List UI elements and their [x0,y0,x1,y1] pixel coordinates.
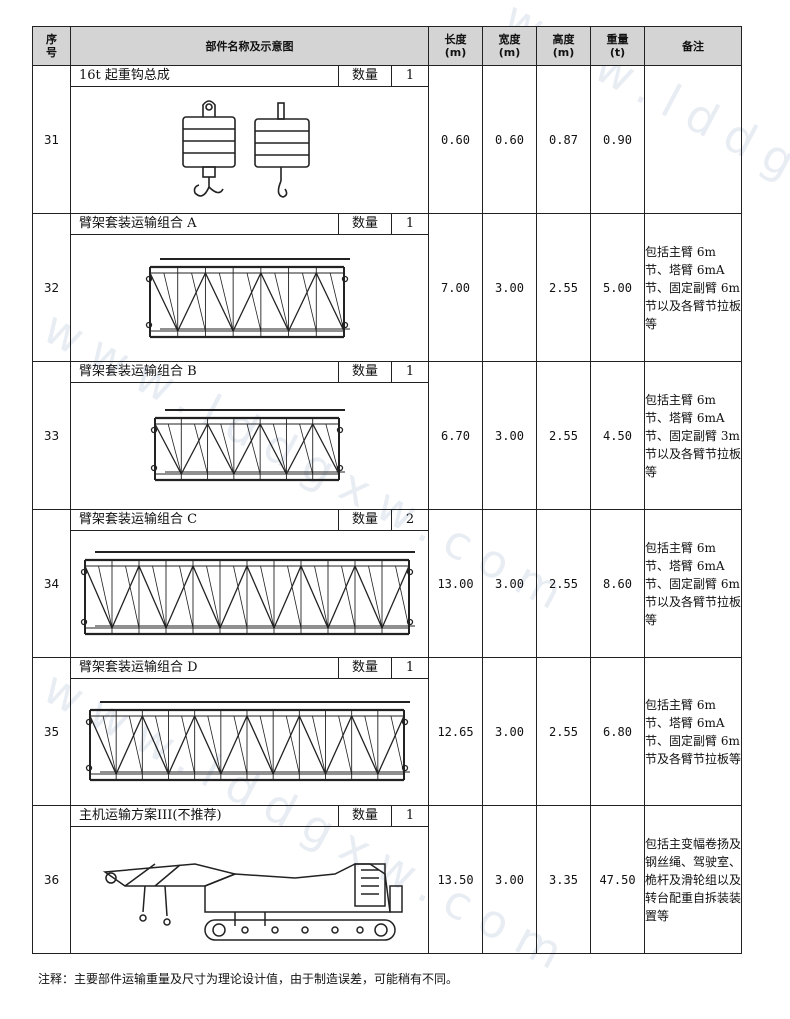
row-height: 2.55 [536,657,591,806]
boom-truss-icon [80,551,415,636]
header-weight: 重量(t) [590,26,645,66]
qty-value: 2 [405,512,415,527]
header-note: 备注 [644,26,742,66]
row-height: 3.35 [536,805,591,954]
qty-value: 1 [405,216,415,231]
header-width: 宽度(m) [482,26,537,66]
row-height: 2.55 [536,213,591,362]
table-header-row: 序号 部件名称及示意图 长度(m) 宽度(m) 高度(m) 重量(t) 备注 [32,26,742,66]
table-row: 32 臂架套装运输组合 A 数量 1 7.00 3.00 2.55 5.00 包… [32,213,742,362]
row-seq: 35 [32,657,71,806]
row-weight: 5.00 [590,213,645,362]
header-name: 部件名称及示意图 [70,26,429,66]
qty-label: 数量 [338,66,392,86]
row-seq: 36 [32,805,71,954]
row-name-cell: 臂架套装运输组合 D 数量 1 [70,657,429,806]
hook-block-icon [181,100,310,198]
row-name-cell: 16t 起重钩总成 数量 1 [70,65,429,214]
boom-combo-b-drawing [71,383,428,509]
row-width: 3.00 [482,361,537,510]
table-row: 33 臂架套装运输组合 B 数量 1 6.70 3.00 2.55 4.50 包… [32,361,742,510]
row-note: 包括主臂 6m 节、塔臂 6mA 节、固定副臂 3m 节以及各臂节拉板等 [644,361,742,510]
row-width: 3.00 [482,805,537,954]
component-name: 臂架套装运输组合 A [79,216,197,231]
component-table: 序号 部件名称及示意图 长度(m) 宽度(m) 高度(m) 重量(t) 备注 3… [32,26,742,954]
qty-label: 数量 [338,806,392,826]
row-length: 0.60 [428,65,483,214]
boom-truss-icon [150,409,345,482]
row-height: 2.55 [536,361,591,510]
qty-label: 数量 [338,658,392,678]
qty-label: 数量 [338,214,392,234]
component-name: 臂架套装运输组合 D [79,660,198,675]
row-weight: 6.80 [590,657,645,806]
main-machine-drawing [71,827,428,953]
row-width: 3.00 [482,657,537,806]
component-name: 主机运输方案III(不推荐) [79,808,222,823]
boom-combo-d-drawing [71,679,428,805]
crane-main-body-icon [102,863,403,941]
row-weight: 0.90 [590,65,645,214]
header-height: 高度(m) [536,26,591,66]
component-name: 臂架套装运输组合 B [79,364,197,379]
row-width: 0.60 [482,65,537,214]
row-height: 2.55 [536,509,591,658]
row-name-cell: 臂架套装运输组合 B 数量 1 [70,361,429,510]
table-row: 34 臂架套装运输组合 C 数量 2 13.00 3.00 2.55 8.60 … [32,509,742,658]
row-length: 6.70 [428,361,483,510]
row-name-cell: 主机运输方案III(不推荐) 数量 1 [70,805,429,954]
row-weight: 47.50 [590,805,645,954]
component-name: 16t 起重钩总成 [79,68,170,83]
row-height: 0.87 [536,65,591,214]
header-seq: 序号 [32,26,71,66]
qty-label: 数量 [338,510,392,530]
row-name-cell: 臂架套装运输组合 C 数量 2 [70,509,429,658]
footnote: 注释：主要部件运输重量及尺寸为理论设计值，由于制造误差，可能稍有不同。 [38,972,459,986]
boom-combo-a-drawing [71,235,428,361]
row-weight: 8.60 [590,509,645,658]
table-row: 36 主机运输方案III(不推荐) 数量 1 [32,805,742,954]
component-name: 臂架套装运输组合 C [79,512,198,527]
header-length: 长度(m) [428,26,483,66]
boom-truss-icon [145,258,350,339]
qty-value: 1 [405,660,415,675]
table-row: 35 臂架套装运输组合 D 数量 1 12.65 3.00 2.55 6.80 … [32,657,742,806]
row-seq: 34 [32,509,71,658]
boom-combo-c-drawing [71,531,428,657]
row-width: 3.00 [482,509,537,658]
row-note: 包括主变幅卷扬及钢丝绳、驾驶室、桅杆及滑轮组以及转台配重自拆装装置等 [644,805,742,954]
hook-block-drawing [71,87,428,213]
row-length: 7.00 [428,213,483,362]
table-row: 31 16t 起重钩总成 数量 1 [32,65,742,214]
row-note [644,65,742,214]
qty-label: 数量 [338,362,392,382]
row-width: 3.00 [482,213,537,362]
row-note: 包括主臂 6m 节、塔臂 6mA 节、固定副臂 6m 节及各臂节拉板等 [644,657,742,806]
row-seq: 32 [32,213,71,362]
row-note: 包括主臂 6m 节、塔臂 6mA 节、固定副臂 6m 节以及各臂节拉板等 [644,509,742,658]
row-seq: 31 [32,65,71,214]
row-weight: 4.50 [590,361,645,510]
row-length: 13.00 [428,509,483,658]
row-seq: 33 [32,361,71,510]
qty-value: 1 [405,68,415,83]
qty-value: 1 [405,364,415,379]
row-length: 13.50 [428,805,483,954]
row-note: 包括主臂 6m 节、塔臂 6mA 节、固定副臂 6m 节以及各臂节拉板等 [644,213,742,362]
row-name-cell: 臂架套装运输组合 A 数量 1 [70,213,429,362]
qty-value: 1 [405,808,415,823]
row-length: 12.65 [428,657,483,806]
boom-truss-icon [85,701,410,782]
